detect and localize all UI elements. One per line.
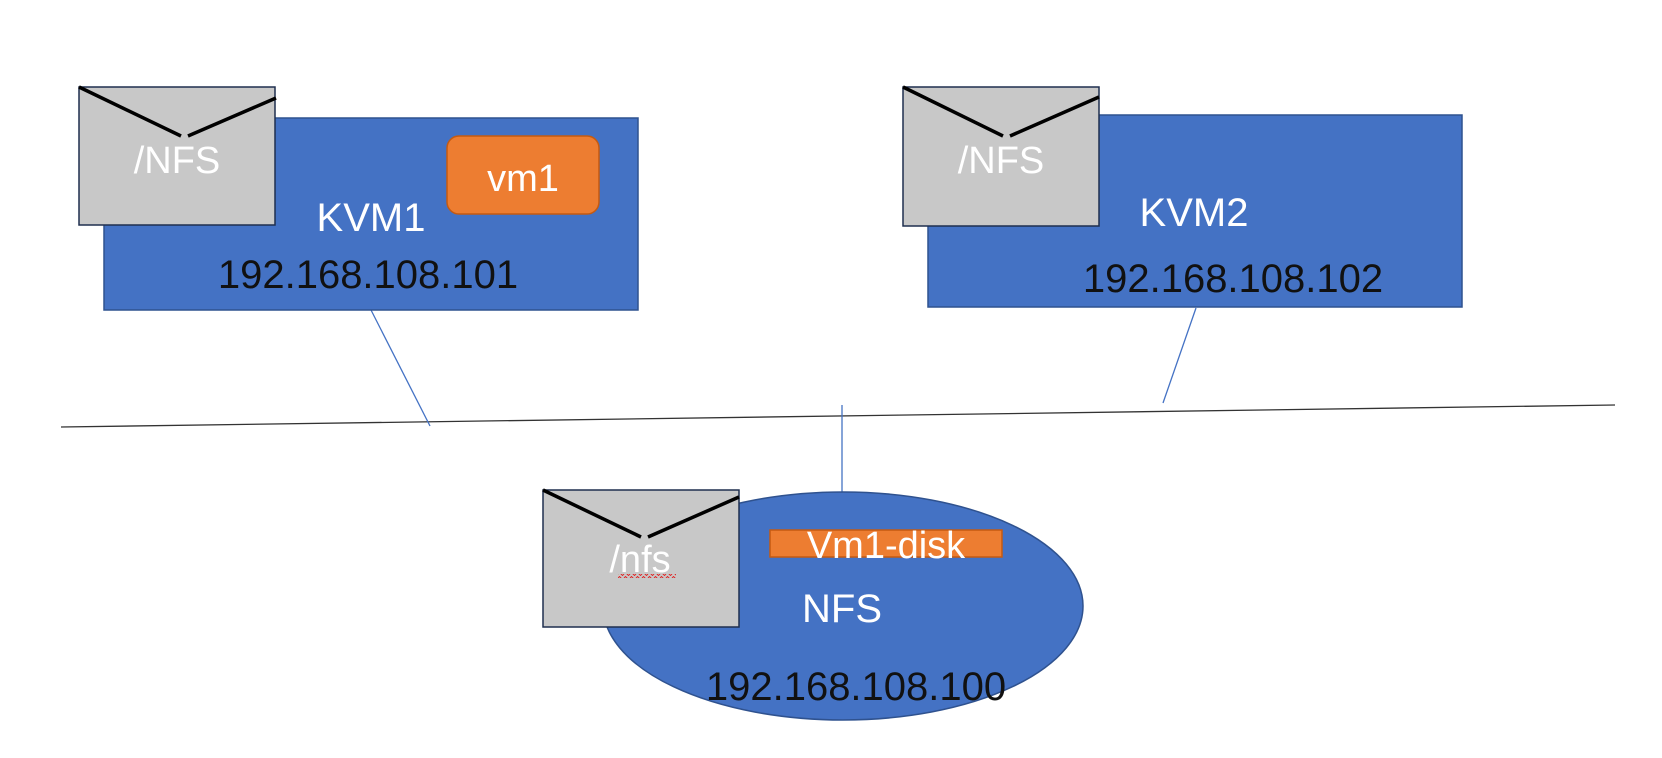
kvm1-name-label: KVM1 [317,196,426,240]
spellcheck-underline [618,574,676,578]
envelope-icon [902,85,1100,227]
kvm1-link-line [370,309,431,427]
envelope-icon [78,85,277,226]
kvm2-link-line [1162,307,1197,404]
nfs-disk-label: Vm1-disk [807,525,966,567]
kvm1-vm1-label: vm1 [487,158,559,200]
nfs-server: Vm1-disk NFS 192.168.108.100 /nfs [542,488,1084,721]
kvm1-ip-label: 192.168.108.101 [218,253,518,297]
kvm2-host: KVM2 192.168.108.102 /NFS [902,85,1463,308]
nfs-name-label: NFS [802,587,882,631]
kvm2-mount-label: /NFS [958,140,1045,182]
kvm2-name-label: KVM2 [1140,191,1249,235]
kvm1-vm1-box: vm1 [446,135,600,215]
kvm1-mount-label: /NFS [134,140,221,182]
nfs-vm1-disk-box: Vm1-disk [769,525,1003,567]
kvm2-ip-label: 192.168.108.102 [1083,257,1383,301]
nfs-ip-label: 192.168.108.100 [706,665,1006,709]
envelope-icon [542,488,740,628]
network-bus-line [60,404,1616,428]
kvm1-host: vm1 KVM1 192.168.108.101 /NFS [78,85,639,311]
